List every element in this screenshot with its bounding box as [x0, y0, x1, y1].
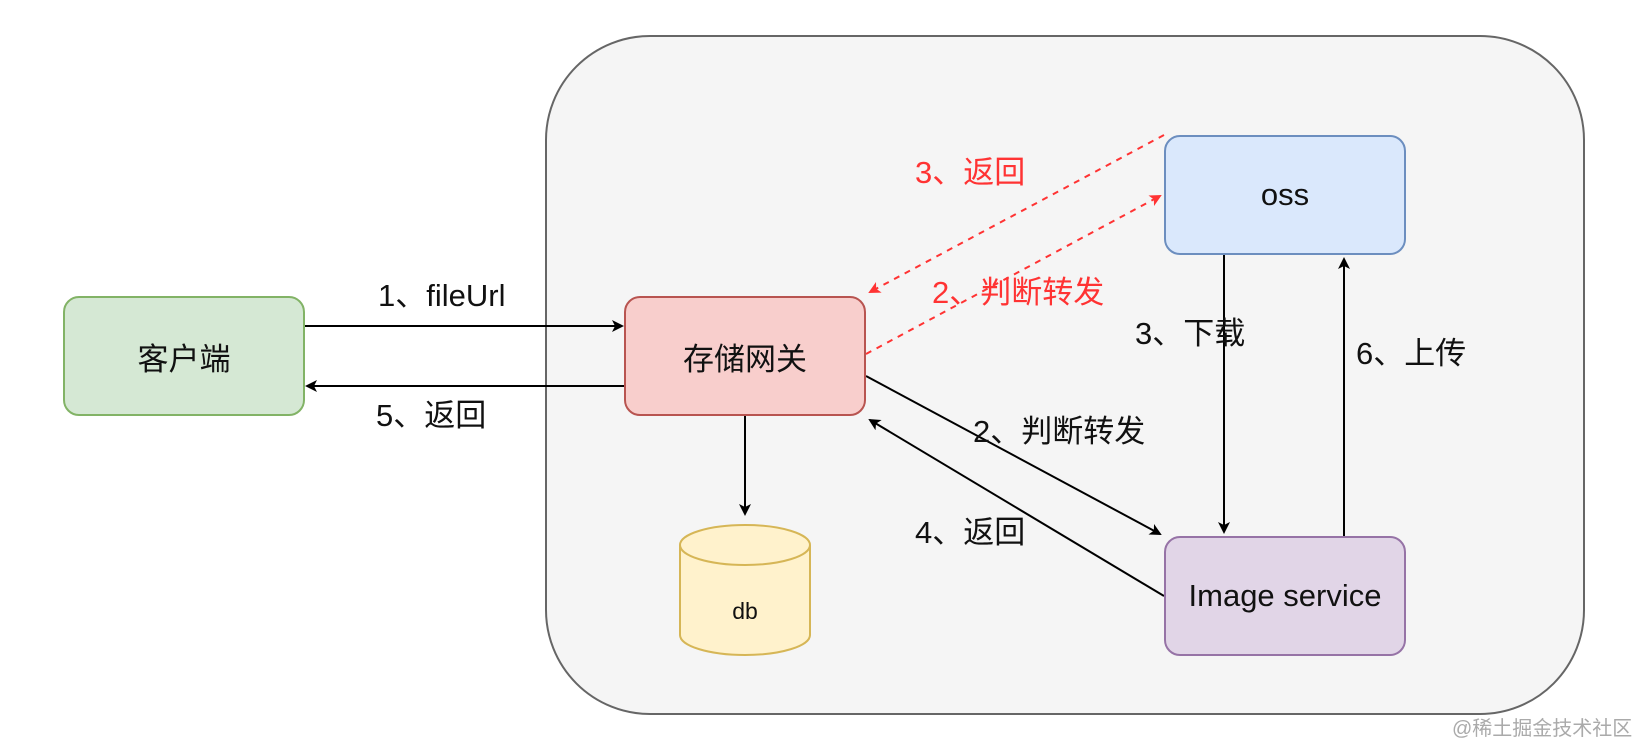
db-label: db: [732, 598, 758, 624]
watermark: @稀土掘金技术社区: [1452, 718, 1632, 740]
storage-gateway-node: 存储网关: [624, 296, 866, 416]
image-service-node: Image service: [1164, 536, 1406, 656]
label-oss-to-gateway: 3、返回: [915, 155, 1026, 190]
db-cylinder: [679, 524, 811, 656]
label-gateway-to-oss: 2、判断转发: [932, 275, 1105, 310]
edge-gateway-to-oss: [865, 195, 1162, 355]
label-oss-to-image: 3、下载: [1135, 316, 1246, 351]
oss-node: oss: [1164, 135, 1406, 255]
label-gateway-to-image: 2、判断转发: [973, 414, 1146, 449]
label-image-to-gateway: 4、返回: [915, 515, 1026, 550]
edge-oss-to-gateway: [868, 134, 1165, 293]
edge-image-to-gateway: [868, 418, 1165, 597]
label-client-to-gateway: 1、fileUrl: [378, 278, 506, 313]
edge-gateway-to-image: [865, 375, 1162, 535]
client-node: 客户端: [63, 296, 305, 416]
label-gateway-to-client: 5、返回: [376, 398, 487, 433]
label-image-to-oss: 6、上传: [1356, 336, 1467, 371]
